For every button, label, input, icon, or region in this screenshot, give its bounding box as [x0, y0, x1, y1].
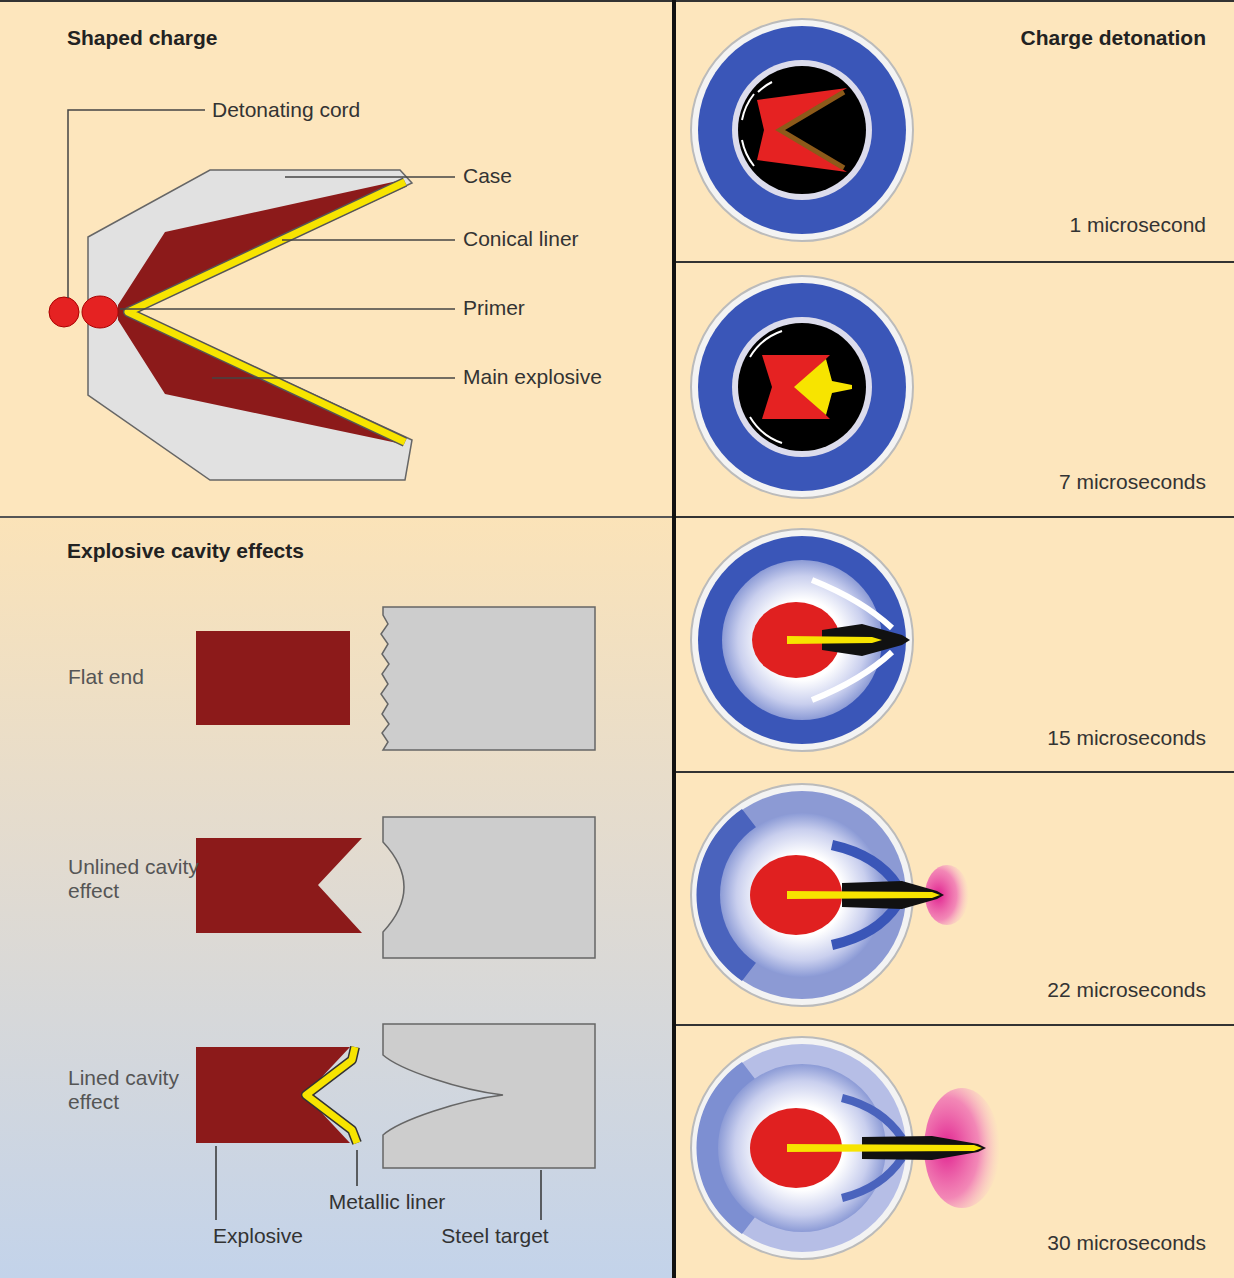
detonation-frame: [691, 784, 969, 1006]
time-label: 7 microseconds: [1059, 470, 1206, 494]
frame-cell: 30 microseconds: [676, 1025, 1234, 1278]
detonation-frame: [691, 19, 913, 241]
detonation-frame: [691, 529, 913, 751]
part-label: Lined cavity effect: [68, 1066, 203, 1114]
shaped-charge: [49, 110, 455, 480]
cavity-effects: [196, 607, 595, 1220]
time-label: 15 microseconds: [1047, 726, 1206, 750]
frame-cell: Charge detonation 1 microsecond: [676, 0, 1234, 262]
part-label: Flat end: [68, 665, 144, 689]
panel-heading: Shaped charge: [67, 26, 218, 50]
part-label: Detonating cord: [212, 98, 360, 122]
part-label: Unlined cavity effect: [68, 855, 203, 903]
time-label: 22 microseconds: [1047, 978, 1206, 1002]
frame-cell: 15 microseconds: [676, 517, 1234, 772]
part-label: Conical liner: [463, 227, 579, 251]
detonation-frame: [691, 276, 913, 498]
panel: Shaped charge: [0, 0, 672, 517]
part-label: Steel target: [441, 1224, 548, 1248]
part-label: Primer: [463, 296, 525, 320]
frame-cell: 7 microseconds: [676, 262, 1234, 517]
part-label: Explosive: [213, 1224, 303, 1248]
detonation-frame: [691, 1037, 1000, 1259]
panel-heading: Explosive cavity effects: [67, 539, 304, 563]
time-label: 1 microsecond: [1069, 213, 1206, 237]
panel-heading: Charge detonation: [1020, 26, 1206, 50]
frame-cell: 22 microseconds: [676, 772, 1234, 1025]
part-label: Main explosive: [463, 365, 602, 389]
part-label: Case: [463, 164, 512, 188]
time-label: 30 microseconds: [1047, 1231, 1206, 1255]
part-label: Metallic liner: [329, 1190, 446, 1214]
